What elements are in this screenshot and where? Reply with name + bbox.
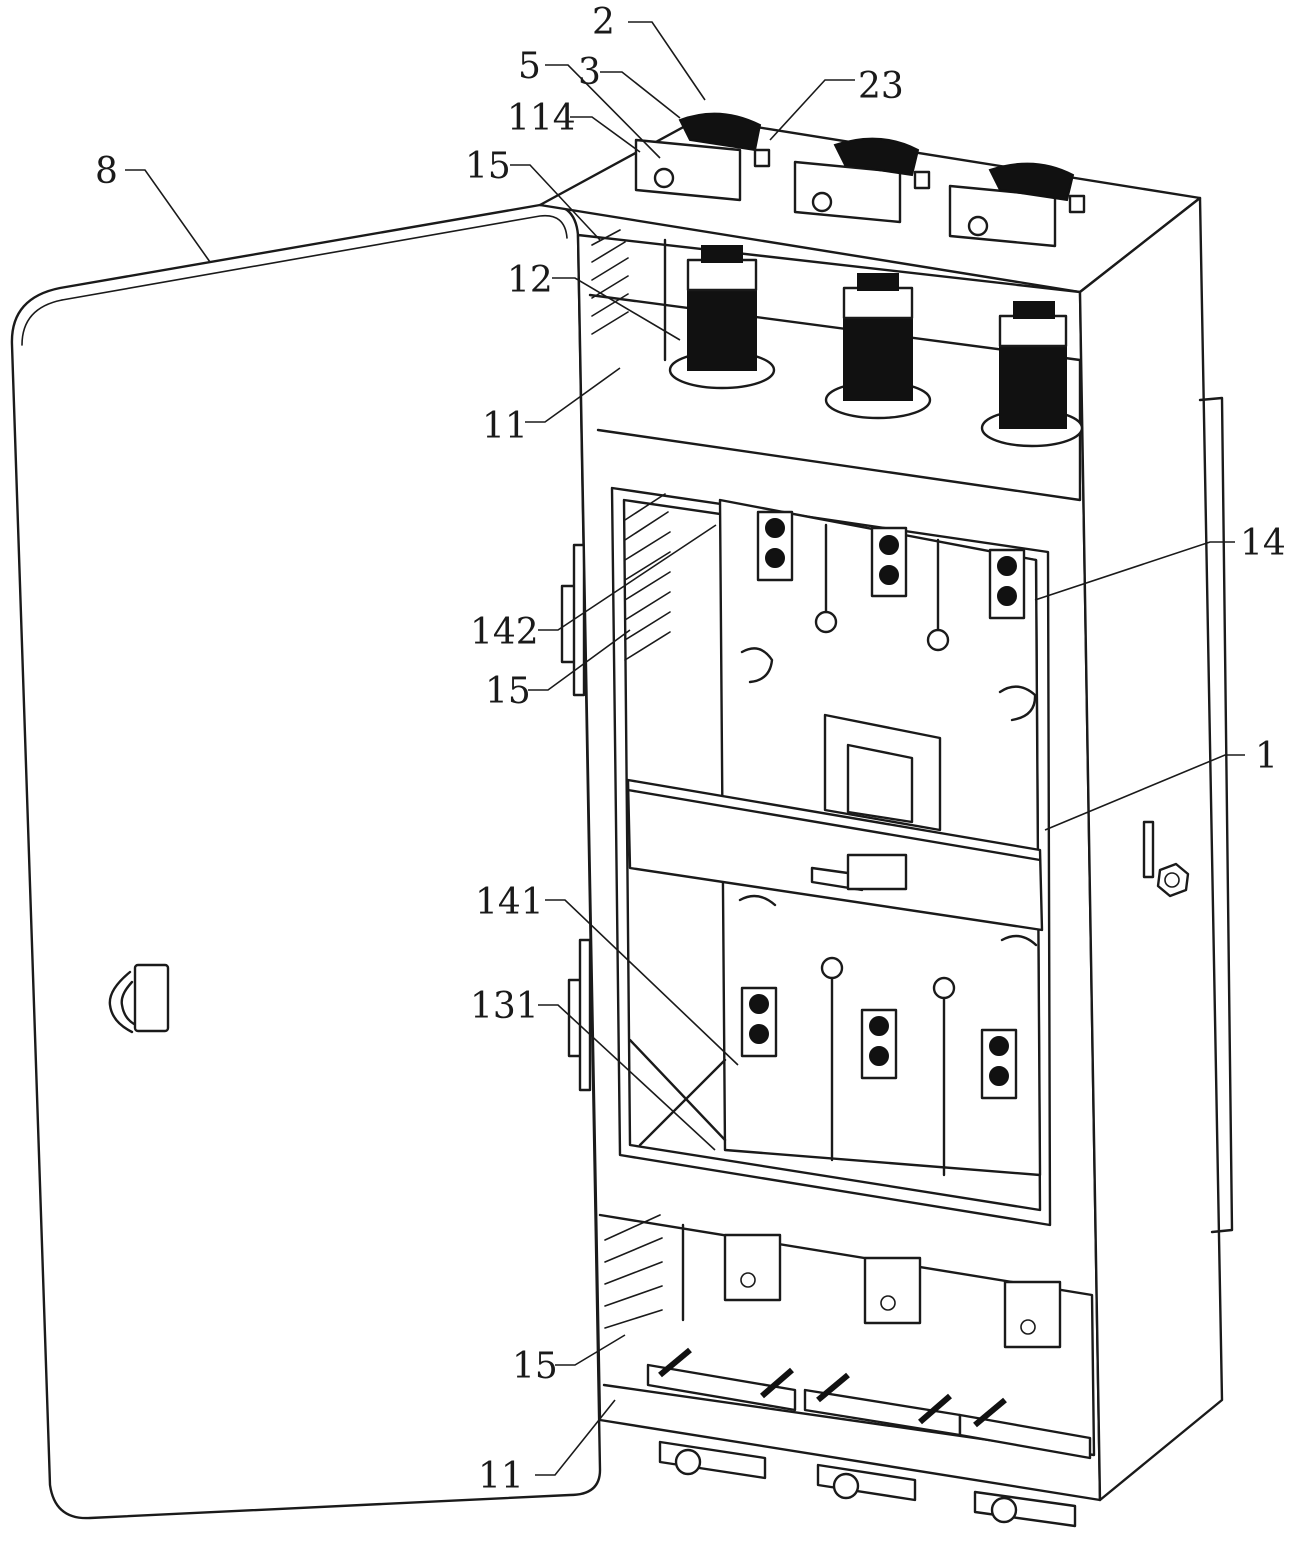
callout-141: 141: [475, 882, 544, 923]
callout-8: 8: [95, 151, 118, 192]
callout-12: 12: [507, 260, 553, 301]
callout-114: 114: [507, 98, 576, 139]
callout-23: 23: [858, 66, 904, 107]
callout-1: 1: [1255, 736, 1278, 777]
callout-15-top: 15: [465, 146, 511, 187]
callout-11-upper: 11: [482, 406, 528, 447]
callout-131: 131: [470, 986, 539, 1027]
callout-142: 142: [470, 612, 539, 653]
callout-15-bottom: 15: [512, 1346, 558, 1387]
callout-3: 3: [578, 52, 601, 93]
callout-2: 2: [592, 2, 615, 43]
callout-11-lower: 11: [478, 1456, 524, 1497]
callout-15-middle: 15: [485, 671, 531, 712]
callout-14: 14: [1240, 523, 1286, 564]
door: [12, 204, 600, 1518]
callout-5: 5: [518, 46, 541, 87]
